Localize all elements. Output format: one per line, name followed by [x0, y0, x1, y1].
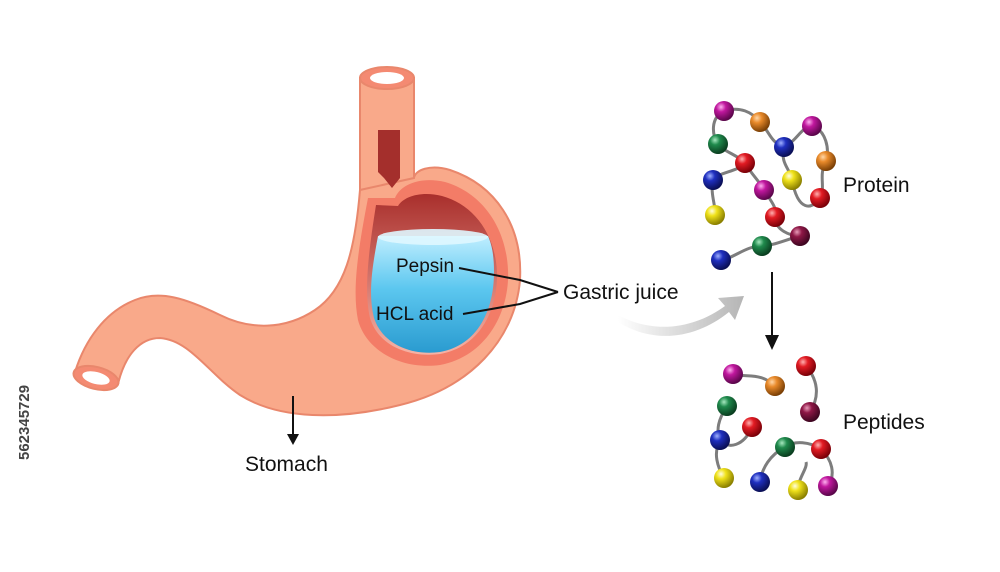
- digestion-arrowhead: [765, 335, 779, 350]
- stomach-label: Stomach: [245, 453, 328, 476]
- stock-id-text: 562345729: [16, 385, 33, 460]
- pepsin-label: Pepsin: [396, 256, 454, 277]
- peptides-label: Peptides: [843, 411, 925, 434]
- hcl-acid-label: HCL acid: [376, 304, 453, 325]
- stomach-pointer-arrowhead: [287, 434, 299, 445]
- curved-arrow-icon: [618, 296, 744, 336]
- hcl-leader-line: [462, 291, 559, 315]
- protein-chain-icon: [703, 101, 836, 270]
- gastric-juice-label: Gastric juice: [563, 281, 679, 304]
- stomach-illustration: [72, 66, 522, 417]
- protein-label: Protein: [843, 174, 910, 197]
- peptide-fragments-icon: [710, 356, 838, 500]
- pepsin-leader-line: [458, 267, 559, 293]
